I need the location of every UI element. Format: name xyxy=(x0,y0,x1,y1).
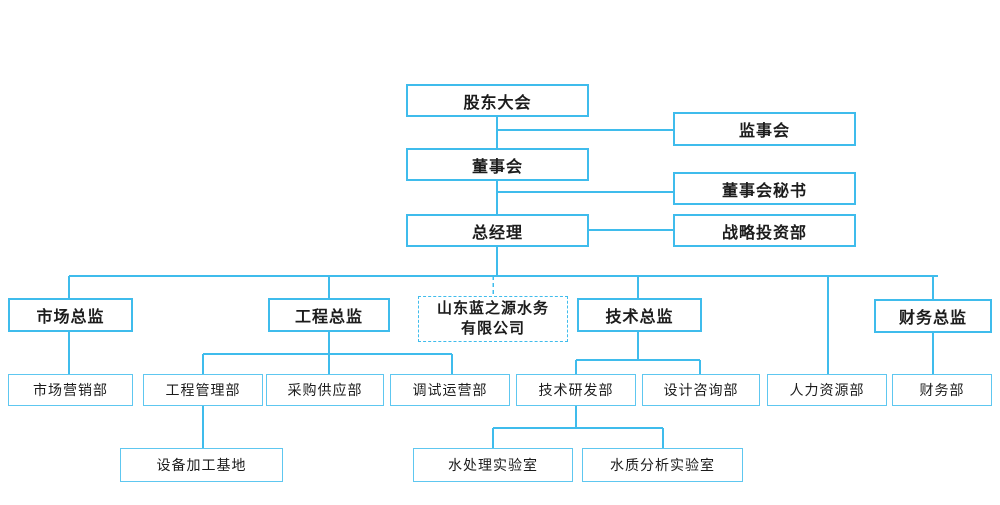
company-name-line1: 山东蓝之源水务 xyxy=(436,299,549,317)
node-procurement-supply-dept: 采购供应部 xyxy=(266,374,384,406)
node-board-of-directors: 董事会 xyxy=(406,148,589,181)
node-hr-dept: 人力资源部 xyxy=(767,374,887,406)
node-company-name: 山东蓝之源水务 有限公司 xyxy=(418,296,568,342)
node-general-manager: 总经理 xyxy=(406,214,589,247)
node-water-treatment-lab: 水处理实验室 xyxy=(413,448,573,482)
node-equipment-processing-base: 设备加工基地 xyxy=(120,448,283,482)
node-strategic-investment-dept: 战略投资部 xyxy=(673,214,856,247)
node-finance-director: 财务总监 xyxy=(874,299,992,333)
node-technical-director: 技术总监 xyxy=(577,298,702,332)
node-technology-rd-dept: 技术研发部 xyxy=(516,374,636,406)
node-marketing-dept: 市场营销部 xyxy=(8,374,133,406)
node-finance-dept: 财务部 xyxy=(892,374,992,406)
node-marketing-director: 市场总监 xyxy=(8,298,133,332)
node-water-quality-analysis-lab: 水质分析实验室 xyxy=(582,448,743,482)
node-board-secretary: 董事会秘书 xyxy=(673,172,856,205)
node-commissioning-operations-dept: 调试运营部 xyxy=(390,374,510,406)
node-supervisory-board: 监事会 xyxy=(673,112,856,146)
node-engineering-management-dept: 工程管理部 xyxy=(143,374,263,406)
company-name-line2: 有限公司 xyxy=(460,320,525,337)
node-design-consulting-dept: 设计咨询部 xyxy=(642,374,760,406)
node-engineering-director: 工程总监 xyxy=(268,298,390,332)
node-shareholders-meeting: 股东大会 xyxy=(406,84,589,117)
